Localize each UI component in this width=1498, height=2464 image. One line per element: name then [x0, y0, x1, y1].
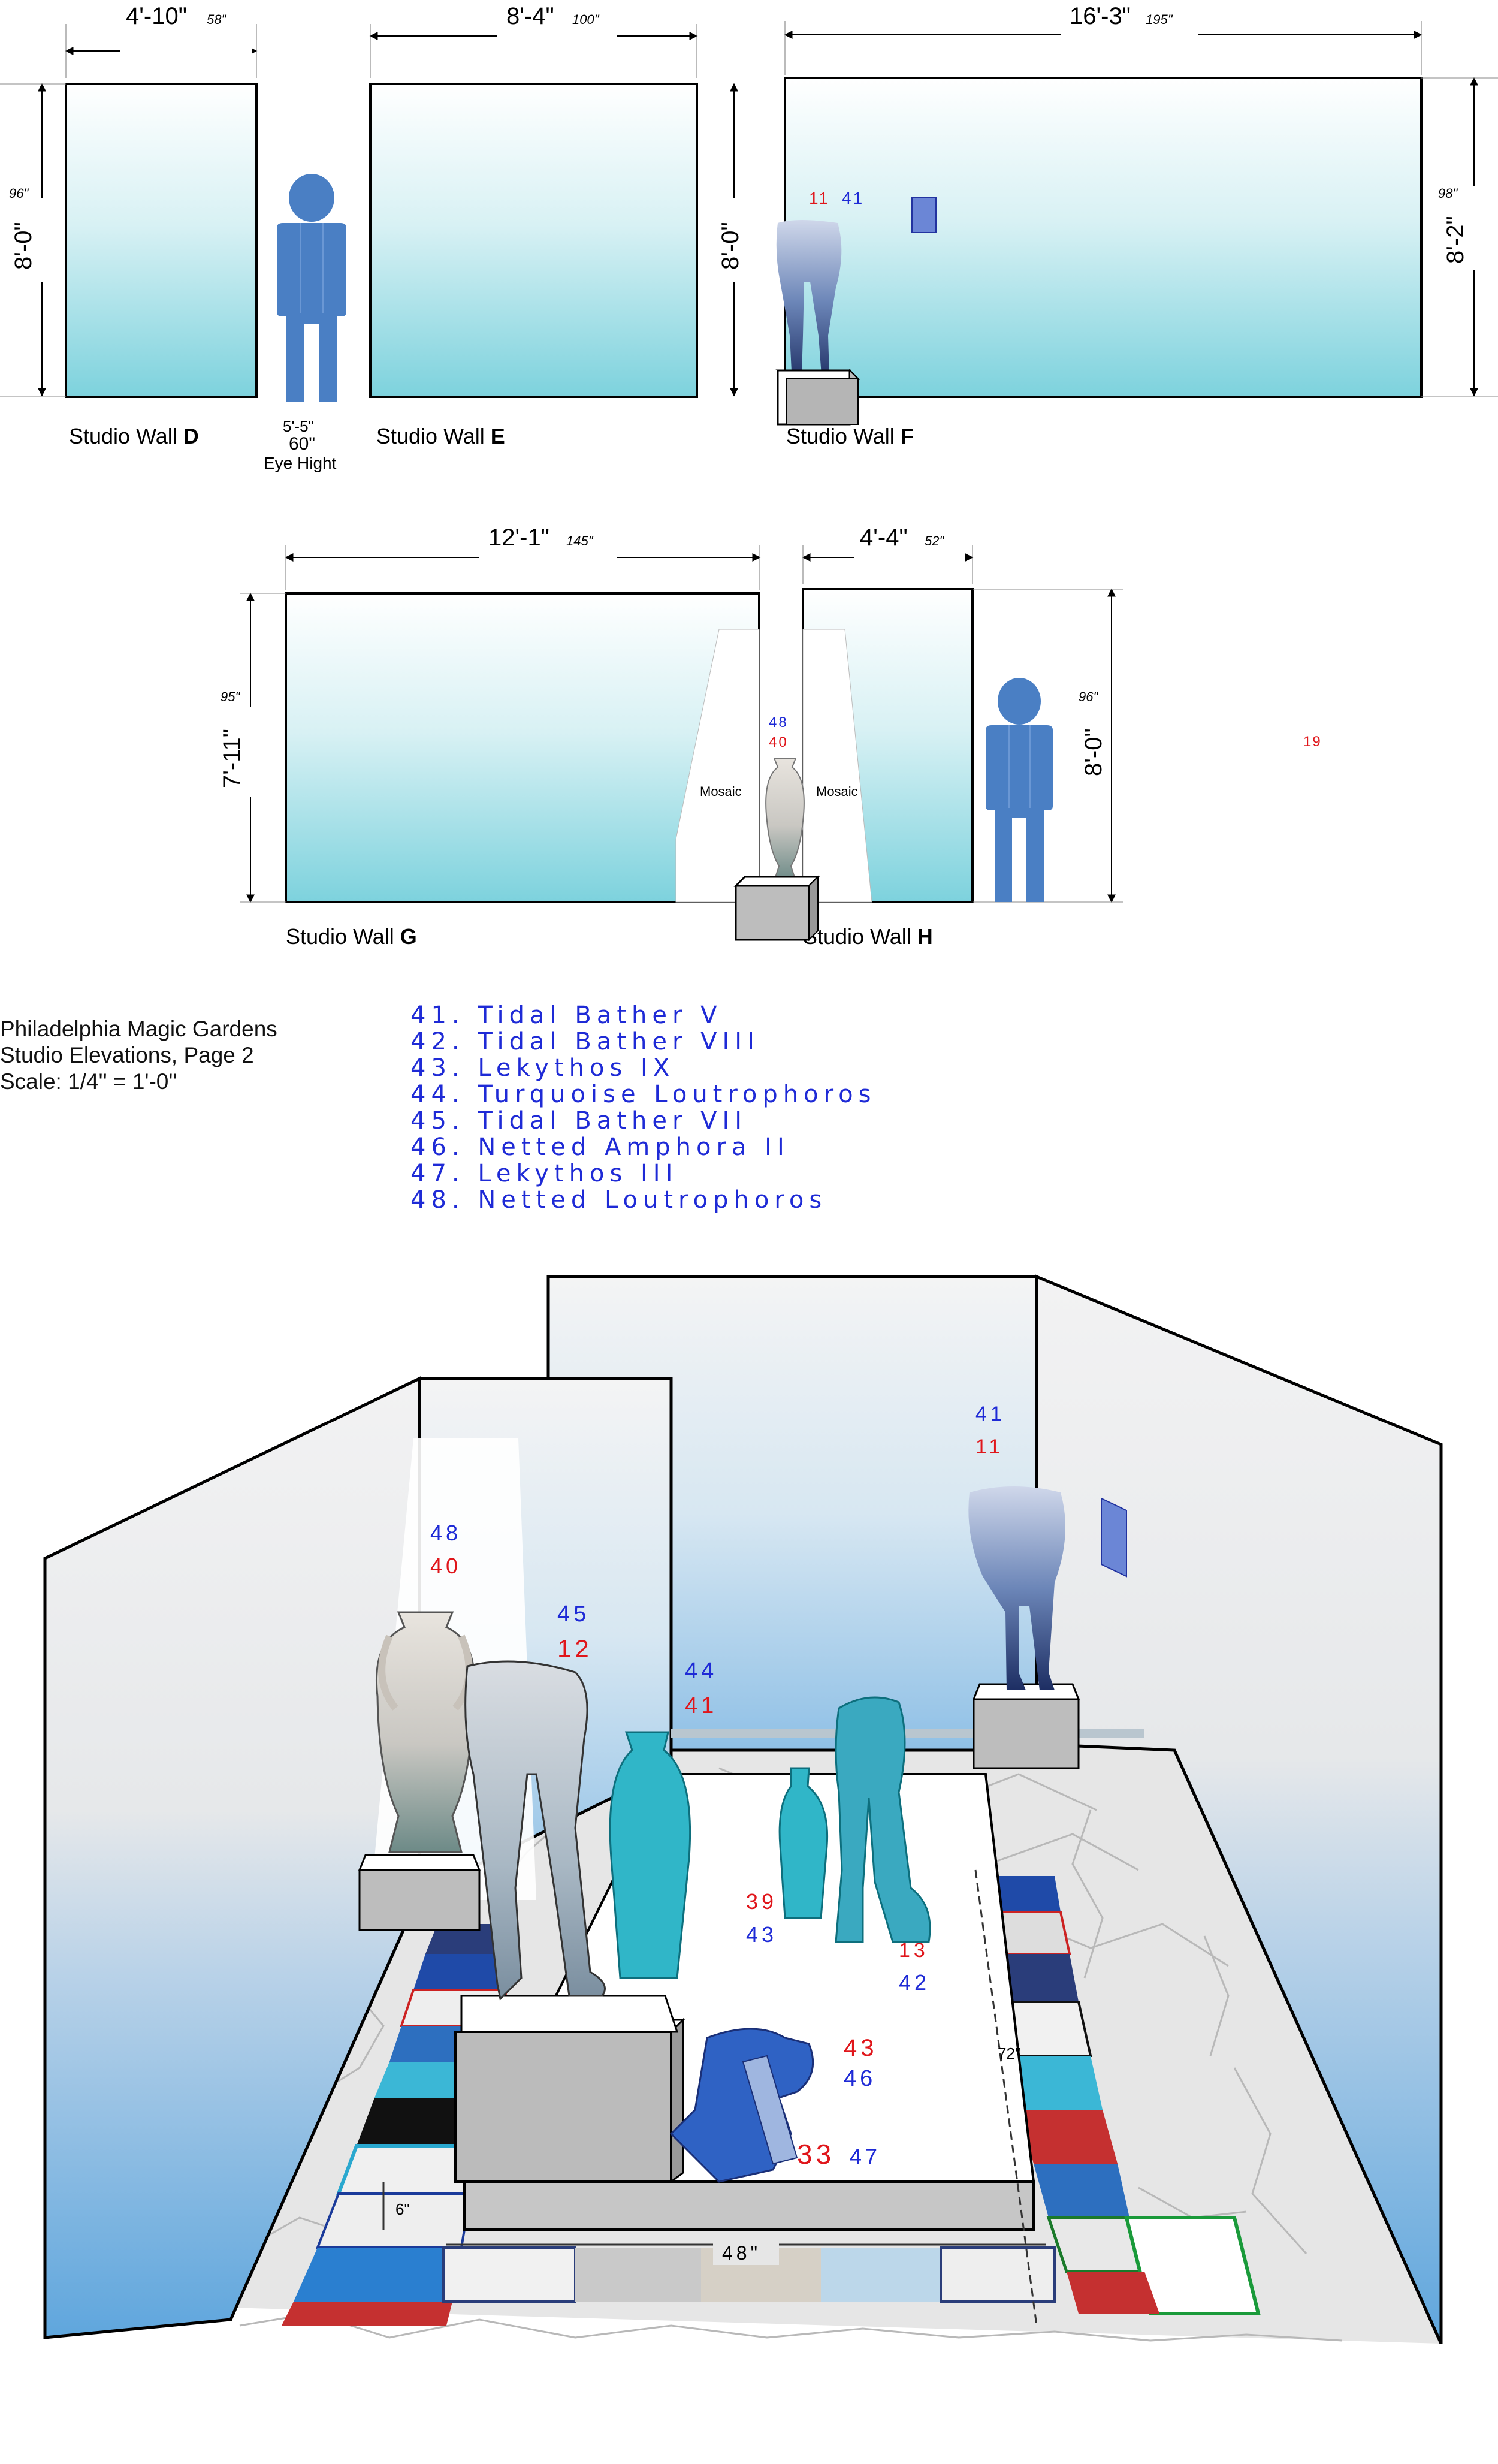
wall-h-width-inches: 52" [925, 533, 944, 548]
p-marker-41-red: 41 [685, 1693, 717, 1718]
scale-note: Scale: 1/4'' = 1'-0'' [0, 1069, 177, 1094]
wall-e-elevation: 8'-4" 100" 8'-0" Studio Wall E [369, 3, 746, 448]
wall-h-width: 4'-4" [860, 524, 908, 551]
p-marker-11-red: 11 [975, 1435, 1004, 1458]
wall-d-height: 8'-0" [10, 222, 37, 270]
vase-pedestal [358, 1869, 481, 1931]
p-marker-13-red: 13 [899, 1939, 929, 1962]
wall-g-elevation: 12'-1" 145" 7'-11" 95" Mosaic Studio Wal… [219, 524, 761, 949]
p-marker-43-red: 43 [844, 2035, 878, 2061]
wall-gh-vase-group: 48 40 [733, 714, 820, 942]
p-marker-42-blue: 42 [899, 1970, 930, 1995]
turquoise-loutrophoros [609, 1731, 691, 1979]
wall-f-label: Studio Wall F [786, 424, 914, 448]
perspective-wall-panel [1101, 1497, 1127, 1578]
wall-gh-marker-red: 40 [769, 734, 789, 750]
legend-item: 46. Netted Amphora II [410, 1133, 790, 1161]
wall-f-bather-sculpture [776, 220, 842, 384]
legend-item: 41. Tidal Bather V [410, 1002, 723, 1029]
wall-d-label: Studio Wall D [69, 424, 199, 448]
wall-f-width: 16'-3" [1070, 3, 1131, 29]
p-marker-46-blue: 46 [844, 2066, 876, 2091]
wall-g-label: Studio Wall G [286, 924, 417, 949]
perspective-view: 72" 6" 48" 41 11 48 40 45 12 44 41 39 43… [43, 1274, 1443, 2345]
wall-f-width-inches: 195" [1146, 12, 1173, 27]
wall-f-height: 8'-2" [1442, 216, 1469, 264]
wall-g-mosaic-label: Mosaic [700, 784, 742, 799]
figure-height-in: 60" [289, 434, 315, 454]
tile-strip-right [968, 1876, 1261, 2315]
p-marker-47-blue: 47 [850, 2144, 881, 2169]
wall-g-height-inches: 95" [221, 689, 240, 704]
wall-g-mosaic-panel [675, 629, 760, 903]
wall-g-width: 12'-1" [488, 524, 549, 551]
p-marker-44-blue: 44 [685, 1658, 717, 1684]
dim-48: 48" [722, 2242, 761, 2264]
wall-h-elevation: 4'-4" 52" 8'-0" 96" Mosaic Studio Wall H [802, 524, 1124, 949]
page-subtitle: Studio Elevations, Page 2 [0, 1043, 254, 1067]
dim-6: 6" [395, 2200, 410, 2218]
stray-marker-red: 19 [1303, 734, 1322, 750]
wall-f-height-inches: 98" [1438, 186, 1458, 201]
p-marker-43-blue: 43 [746, 1922, 777, 1947]
p-marker-40-red: 40 [430, 1554, 461, 1578]
wall-h-label: Studio Wall H [803, 924, 933, 949]
legend-item: 45. Tidal Bather VII [410, 1107, 748, 1135]
legend-item: 42. Tidal Bather VIII [410, 1028, 760, 1055]
p-marker-45-blue: 45 [557, 1602, 590, 1627]
wall-gh-marker-blue: 48 [769, 714, 789, 731]
person-figure [277, 174, 346, 402]
figure-caption: Eye Hight [264, 454, 337, 472]
legend-item: 43. Lekythos IX [410, 1054, 675, 1082]
dim-72: 72" [998, 2044, 1020, 2062]
main-platform-front [463, 2180, 1035, 2231]
legend-item: 48. Netted Loutrophoros [410, 1186, 827, 1214]
person-figure-2 [986, 678, 1053, 902]
wall-f-marker-red: 11 [809, 189, 830, 207]
wall-e-label: Studio Wall E [376, 424, 505, 448]
p-marker-12-red: 12 [557, 1634, 593, 1663]
front-pedestal [454, 2031, 672, 2183]
wall-f-panel [911, 197, 937, 233]
left-wall [43, 1376, 421, 2339]
wall-d-height-inches: 96" [9, 186, 29, 201]
wall-e-width: 8'-4" [506, 3, 554, 29]
p-marker-41-blue: 41 [975, 1403, 1005, 1425]
wall-g-width-inches: 145" [566, 533, 594, 548]
wall-e-height: 8'-0" [717, 222, 744, 270]
wall-e-width-inches: 100" [572, 12, 600, 27]
wall-d-width-inches: 58" [207, 12, 226, 27]
tidal-bather-viii [835, 1696, 931, 1943]
wall-gh-vase [765, 758, 805, 882]
wall-f-elevation: 16'-3" 195" 8'-2" 98" 11 41 Studio Wall … [775, 3, 1498, 448]
project-title: Philadelphia Magic Gardens [0, 1017, 277, 1041]
wall-h-mosaic-label: Mosaic [816, 784, 858, 799]
lekythos-ix [778, 1767, 829, 1919]
tidal-bather-vii [464, 1660, 606, 2001]
p-marker-39-red: 39 [746, 1889, 777, 1914]
tile-strip-front [442, 2246, 1056, 2303]
wall-f-marker-blue: 41 [842, 189, 864, 207]
wall-h-height-inches: 96" [1079, 689, 1098, 704]
wall-d-width: 4'-10" [126, 3, 187, 29]
wall-h-height: 8'-0" [1080, 728, 1107, 776]
p-marker-33-red: 33 [797, 2139, 835, 2170]
p-marker-48-blue: 48 [430, 1521, 461, 1545]
legend-item: 44. Turquoise Loutrophoros [410, 1081, 877, 1108]
legend-item: 47. Lekythos III [410, 1160, 678, 1187]
figure-height-ft: 5'-5" [283, 417, 314, 435]
tidal-bather-v [968, 1486, 1065, 1690]
wall-d-elevation: 4'-10" 58" 8'-0" 96" Studio Wall D [0, 3, 258, 448]
wall-g-height: 7'-11" [219, 729, 245, 788]
lekythos-iii [742, 2055, 798, 2165]
bather-pedestal [973, 1698, 1080, 1769]
